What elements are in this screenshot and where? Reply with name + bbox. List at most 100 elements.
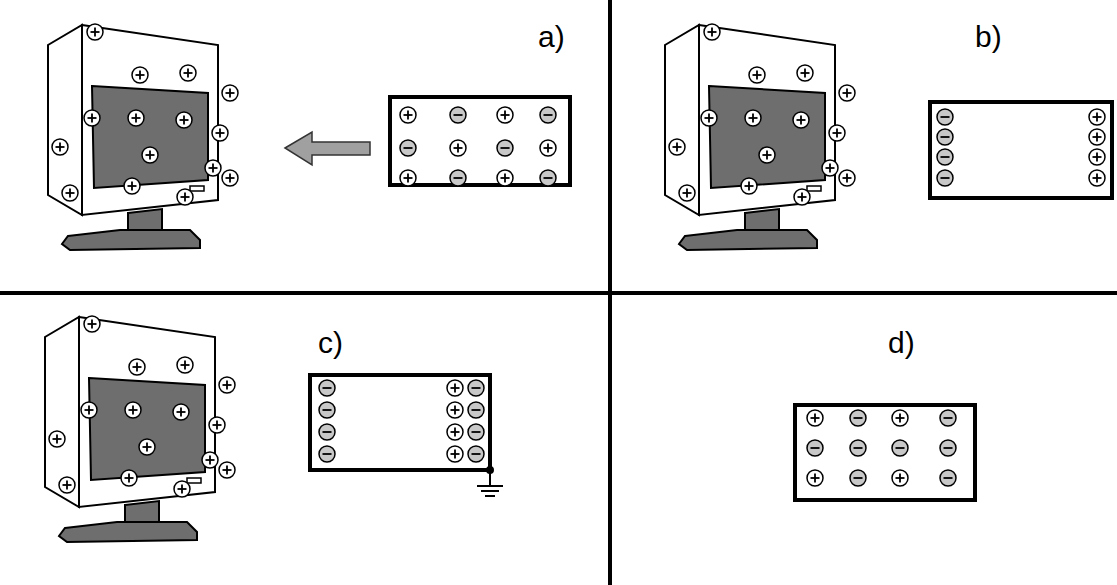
positive-charge bbox=[177, 357, 193, 373]
negative-charge bbox=[940, 410, 956, 426]
negative-charge bbox=[540, 170, 556, 186]
negative-charge bbox=[319, 402, 335, 418]
positive-charge bbox=[749, 67, 765, 83]
positive-charge bbox=[174, 481, 190, 497]
positive-charge bbox=[1089, 149, 1105, 165]
positive-charge bbox=[209, 417, 225, 433]
positive-charge bbox=[679, 185, 695, 201]
positive-charge bbox=[87, 24, 103, 40]
negative-charge bbox=[468, 424, 484, 440]
positive-charge bbox=[62, 185, 78, 201]
positive-charge bbox=[173, 404, 189, 420]
positive-charge bbox=[129, 359, 145, 375]
positive-charge bbox=[222, 170, 238, 186]
negative-charge bbox=[892, 440, 908, 456]
positive-charge bbox=[447, 402, 463, 418]
positive-charge bbox=[81, 402, 97, 418]
positive-charge bbox=[125, 402, 141, 418]
positive-charge bbox=[84, 110, 100, 126]
positive-charge bbox=[497, 170, 513, 186]
positive-charge bbox=[797, 65, 813, 81]
negative-charge bbox=[450, 170, 466, 186]
positive-charge bbox=[400, 107, 416, 123]
positive-charge bbox=[132, 67, 148, 83]
positive-charge bbox=[892, 410, 908, 426]
positive-charge bbox=[829, 125, 845, 141]
conductor-box bbox=[390, 97, 570, 185]
negative-charge bbox=[319, 446, 335, 462]
motion-arrow bbox=[285, 132, 370, 165]
negative-charge bbox=[319, 424, 335, 440]
positive-charge bbox=[219, 462, 235, 478]
positive-charge bbox=[447, 380, 463, 396]
positive-charge bbox=[701, 110, 717, 126]
positive-charge bbox=[121, 470, 137, 486]
positive-charge bbox=[793, 112, 809, 128]
positive-charge bbox=[177, 189, 193, 205]
positive-charge bbox=[450, 140, 466, 156]
negative-charge bbox=[540, 107, 556, 123]
monitor bbox=[665, 25, 835, 250]
positive-charge bbox=[447, 424, 463, 440]
panel-label: a) bbox=[538, 22, 565, 52]
positive-charge bbox=[84, 316, 100, 332]
positive-charge bbox=[759, 147, 775, 163]
positive-charge bbox=[745, 110, 761, 126]
positive-charge bbox=[822, 160, 838, 176]
monitor bbox=[45, 317, 215, 542]
negative-charge bbox=[468, 380, 484, 396]
ground-symbol bbox=[477, 467, 503, 496]
monitor bbox=[48, 25, 218, 250]
positive-charge bbox=[497, 107, 513, 123]
positive-charge bbox=[49, 431, 65, 447]
positive-charge bbox=[142, 147, 158, 163]
positive-charge bbox=[205, 160, 221, 176]
positive-charge bbox=[540, 140, 556, 156]
divider-line bbox=[0, 291, 1117, 295]
positive-charge bbox=[794, 189, 810, 205]
conductor-box bbox=[310, 375, 490, 470]
negative-charge bbox=[937, 170, 953, 186]
positive-charge bbox=[1089, 109, 1105, 125]
positive-charge bbox=[124, 178, 140, 194]
positive-charge bbox=[52, 139, 68, 155]
positive-charge bbox=[222, 85, 238, 101]
conductor-box bbox=[795, 405, 975, 500]
negative-charge bbox=[400, 140, 416, 156]
positive-charge bbox=[839, 170, 855, 186]
positive-charge bbox=[669, 139, 685, 155]
negative-charge bbox=[937, 149, 953, 165]
panel-label: c) bbox=[318, 328, 343, 358]
positive-charge bbox=[128, 110, 144, 126]
positive-charge bbox=[704, 24, 720, 40]
positive-charge bbox=[212, 125, 228, 141]
negative-charge bbox=[807, 440, 823, 456]
positive-charge bbox=[180, 65, 196, 81]
positive-charge bbox=[741, 178, 757, 194]
panel-label: d) bbox=[888, 328, 915, 358]
conductor-box bbox=[930, 102, 1112, 198]
negative-charge bbox=[937, 109, 953, 125]
positive-charge bbox=[807, 470, 823, 486]
positive-charge bbox=[1089, 170, 1105, 186]
positive-charge bbox=[1089, 129, 1105, 145]
positive-charge bbox=[892, 470, 908, 486]
negative-charge bbox=[497, 140, 513, 156]
negative-charge bbox=[319, 380, 335, 396]
negative-charge bbox=[937, 129, 953, 145]
positive-charge bbox=[807, 410, 823, 426]
positive-charge bbox=[139, 439, 155, 455]
negative-charge bbox=[850, 440, 866, 456]
negative-charge bbox=[940, 470, 956, 486]
negative-charge bbox=[468, 446, 484, 462]
negative-charge bbox=[850, 410, 866, 426]
positive-charge bbox=[400, 170, 416, 186]
negative-charge bbox=[450, 107, 466, 123]
negative-charge bbox=[468, 402, 484, 418]
positive-charge bbox=[219, 377, 235, 393]
positive-charge bbox=[202, 452, 218, 468]
positive-charge bbox=[839, 85, 855, 101]
negative-charge bbox=[940, 440, 956, 456]
positive-charge bbox=[176, 112, 192, 128]
